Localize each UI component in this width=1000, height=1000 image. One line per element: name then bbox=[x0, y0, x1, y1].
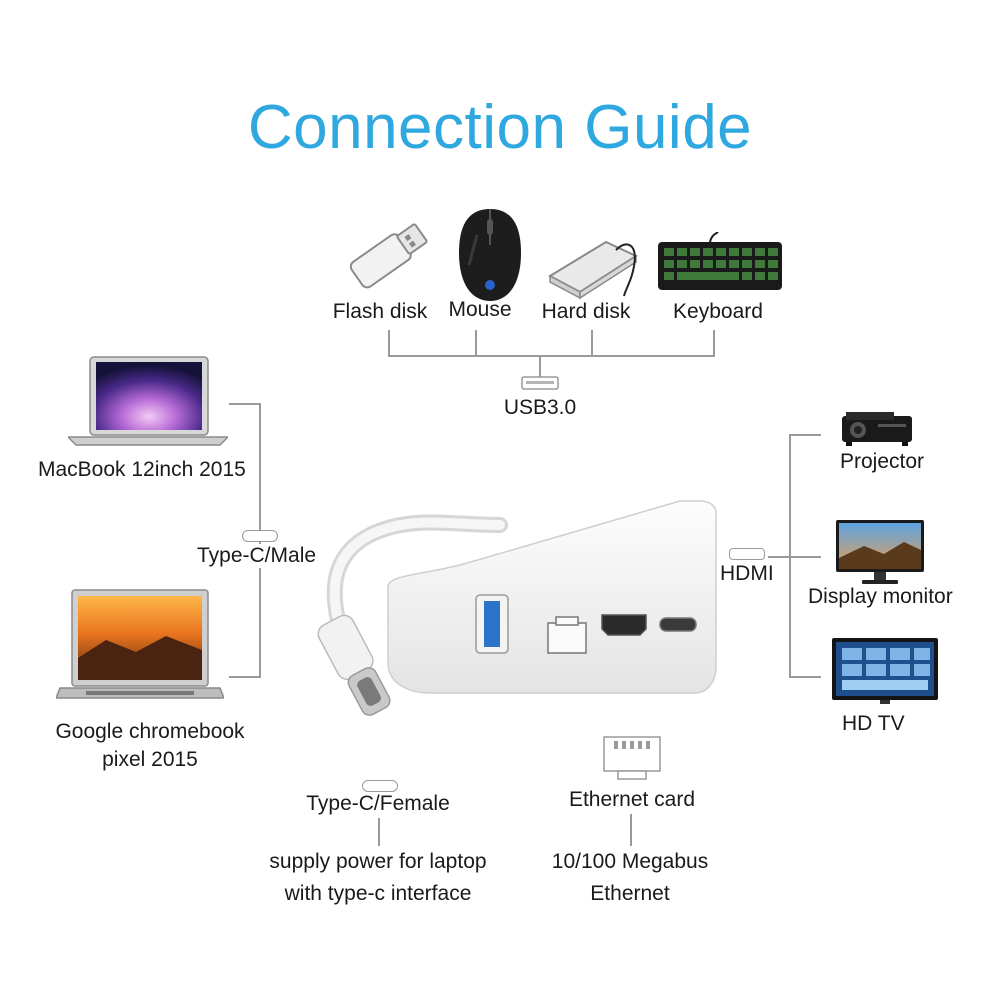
typec-male-label: Type-C/Male bbox=[195, 544, 319, 568]
typec-female-description: with type-c interface bbox=[284, 882, 472, 905]
connector-line bbox=[789, 556, 821, 558]
mouse-icon bbox=[459, 209, 521, 301]
typec-port-icon bbox=[362, 780, 398, 792]
connector-line bbox=[388, 355, 715, 357]
connector-line bbox=[539, 355, 541, 377]
keyboard-icon bbox=[658, 232, 782, 290]
usb-device-label: Hard disk bbox=[541, 300, 631, 323]
hdmi-label: HDMI bbox=[718, 562, 776, 586]
monitor-icon bbox=[836, 520, 924, 584]
connector-line bbox=[475, 330, 477, 356]
connector-line bbox=[713, 330, 715, 356]
connector-line bbox=[789, 434, 821, 436]
connector-line bbox=[229, 676, 261, 678]
connector-line bbox=[378, 818, 380, 846]
display-label: HD TV bbox=[842, 712, 905, 735]
ethernet-label: Ethernet card bbox=[568, 788, 696, 811]
macbook-icon bbox=[68, 356, 228, 446]
ethernet-description: Ethernet bbox=[590, 882, 670, 905]
typec-female-description: supply power for laptop bbox=[269, 850, 487, 873]
laptop-label: Google chromebook bbox=[55, 720, 245, 743]
typec-female-label: Type-C/Female bbox=[306, 792, 450, 815]
display-label: Projector bbox=[840, 450, 925, 473]
projector-icon bbox=[842, 412, 912, 446]
tv-icon bbox=[832, 638, 938, 704]
usb-device-label: Keyboard bbox=[673, 300, 763, 323]
chromebook-icon bbox=[56, 589, 224, 699]
usb-device-label: Flash disk bbox=[332, 300, 428, 323]
usb-device-label: Mouse bbox=[448, 298, 512, 321]
page-title: Connection Guide bbox=[247, 93, 753, 162]
laptop-label: pixel 2015 bbox=[102, 748, 198, 771]
connector-line bbox=[591, 330, 593, 356]
ethernet-description: 10/100 Megabus bbox=[551, 850, 709, 873]
connector-line bbox=[768, 556, 791, 558]
laptop-label: MacBook 12inch 2015 bbox=[38, 458, 246, 481]
flash-disk-icon bbox=[349, 223, 428, 289]
connector-line bbox=[229, 403, 261, 405]
typec-port-icon bbox=[242, 530, 278, 542]
connector-line bbox=[388, 330, 390, 356]
display-label: Display monitor bbox=[808, 585, 953, 608]
hard-disk-icon bbox=[547, 240, 639, 300]
hdmi-port-icon bbox=[729, 548, 765, 560]
usb-port-icon bbox=[521, 376, 559, 390]
connector-line bbox=[789, 676, 821, 678]
ethernet-port-icon bbox=[603, 736, 661, 780]
connector-line bbox=[630, 814, 632, 846]
usb-c-hub-adapter-icon bbox=[317, 500, 717, 716]
usb-port-label: USB3.0 bbox=[503, 396, 577, 419]
